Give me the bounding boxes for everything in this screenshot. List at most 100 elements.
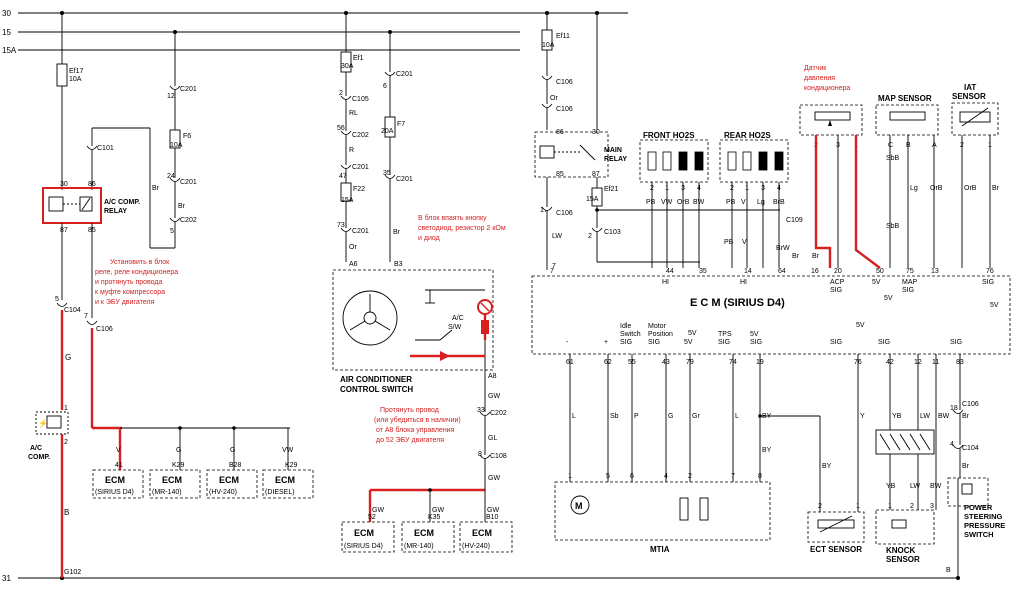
- ecm-bottom-label: Idle: [620, 323, 631, 330]
- ecm-box-mid-sub: (HV-240): [462, 543, 490, 550]
- ecm-bottom-label: -: [566, 339, 569, 346]
- pin-2: 2: [339, 90, 343, 97]
- conn-c202c: C202: [490, 410, 507, 417]
- ho2s-wire-color: PB: [646, 199, 656, 206]
- fuse-ef17-label: Ef17: [69, 68, 84, 75]
- ecm-bottom-pins: 61L62Sb55P43G79Gr74L19BY76Y42YB12LW11BW8…: [566, 323, 970, 578]
- map-pin: A: [932, 142, 937, 149]
- ecm-box-mid: [459, 521, 513, 553]
- map-pin: C: [888, 142, 893, 149]
- ecm-bottom-wire-color: BY: [762, 413, 772, 420]
- ecm-bottom-label: TPS: [718, 331, 732, 338]
- pin-7: 7: [84, 313, 88, 320]
- main-relay-pin-30: 30: [592, 129, 600, 136]
- wire-gw-5: GW: [487, 507, 499, 514]
- conn-g102: G102: [64, 569, 81, 576]
- ect-pin: 1: [856, 503, 860, 510]
- conn-c202a: C202: [180, 217, 197, 224]
- mtia-pin: 5: [606, 473, 610, 480]
- fuse-ef11-rating: 10A: [542, 42, 555, 49]
- rail-31-label: 31: [2, 574, 11, 583]
- wire-gw-1: GW: [488, 393, 500, 400]
- main-relay-pin-85: 85: [556, 171, 564, 178]
- ac-comp-name-2: COMP.: [28, 454, 50, 461]
- mtia-title: MTIA: [650, 545, 670, 554]
- ecm-top-pin: 76: [986, 268, 994, 275]
- conn-c106d: C106: [556, 210, 573, 217]
- ecm-box-left-sub: (DIESEL): [265, 489, 295, 496]
- wire-r: R: [349, 147, 354, 154]
- pin-2-c103: 2: [588, 233, 592, 240]
- ecm-top-pin: 16: [811, 268, 819, 275]
- ecm-bottom-wire-color: Y: [860, 413, 865, 420]
- ecm-box-left: [262, 469, 314, 499]
- fuse-ef1-label: Ef1: [353, 55, 364, 62]
- note2-line2: светодиод, резистор 2 кОм: [418, 225, 506, 232]
- note1-line5: и к ЭБУ двигателя: [95, 299, 154, 306]
- rail-15a-label: 15A: [2, 46, 17, 55]
- svg-text:⚡: ⚡: [38, 418, 48, 428]
- fuse-ef17-rating: 10A: [69, 76, 82, 83]
- ecm-bottom-label: SIG: [750, 339, 762, 346]
- note3-line1: Протянуть провод: [380, 407, 439, 414]
- ho2s-element: [774, 151, 784, 171]
- ecm-box-left-pin: 41: [115, 462, 123, 469]
- ecm-box-mid-title: ECM: [414, 528, 434, 538]
- ecm-top-pin-label: MAP: [902, 279, 918, 286]
- ho2s-element: [694, 151, 704, 171]
- conn-c201a: C201: [180, 86, 197, 93]
- iat-wire-color: Br: [992, 185, 1000, 192]
- wire-b: B: [64, 508, 69, 517]
- note2-line1: В блок впаять кнопку: [418, 214, 487, 222]
- front-ho2s-title: FRONT HO2S: [643, 131, 695, 140]
- pin-73: 73: [337, 222, 345, 229]
- pin-8: 8: [478, 451, 482, 458]
- ho2s-element: [758, 151, 768, 171]
- acp-wire-red-1: [814, 135, 832, 268]
- ecm-box-mid: [341, 521, 395, 553]
- ecm-bottom-label: Motor: [648, 323, 667, 330]
- fuse-f22-rating: 15A: [341, 197, 354, 204]
- ecm-box-left-sub: (MR-140): [152, 489, 182, 496]
- fuse-f6-label: F6: [183, 133, 191, 140]
- map-wire-sbb-2: SbB: [886, 223, 900, 230]
- conn-c201d: C201: [352, 228, 369, 235]
- ho2s-element: [647, 151, 657, 171]
- wire-or: Or: [349, 244, 357, 251]
- map-wire-lg: Lg: [910, 185, 918, 192]
- pin-17: 17: [540, 207, 548, 214]
- mtia-pin: 2: [688, 473, 692, 480]
- conn-c104a: C104: [64, 307, 81, 314]
- comp-pin-1: 1: [64, 405, 68, 412]
- ecm-bottom-wire-color: L: [572, 413, 576, 420]
- ecm-top-pin: 35: [699, 268, 707, 275]
- ecm-top-pin: 64: [778, 268, 786, 275]
- ecm-box-left-title: ECM: [105, 475, 125, 485]
- ecm-box-mid-sub: (MR-140): [404, 543, 434, 550]
- ecm-bottom-wire-color: LW: [920, 413, 930, 420]
- ecm-box-left: [149, 469, 201, 499]
- ecm-bottom-wire-color: G: [668, 413, 673, 420]
- pin-12: 12: [167, 93, 175, 100]
- wire-or-2: Or: [550, 95, 558, 102]
- note1-line2: реле, реле кондиционера: [95, 269, 178, 276]
- wire-gw-3: GW: [372, 507, 384, 514]
- note2-line3: и диод: [418, 235, 440, 242]
- ecm-bottom-label: 5V: [684, 339, 693, 346]
- fuse-f22-label: F22: [353, 186, 365, 193]
- ho2s-wire-color: V: [741, 199, 746, 206]
- pin-24: 24: [167, 173, 175, 180]
- pin-18: 18: [950, 405, 958, 412]
- ecm-bottom-label: SIG: [878, 339, 890, 346]
- conn-c201c: C201: [352, 164, 369, 171]
- ecm-box-left-title: ECM: [275, 475, 295, 485]
- ecm-box-left-pin: K29: [285, 462, 298, 469]
- pin-4: 4: [950, 441, 954, 448]
- ac-relay-section: Ef17 10A 30 86 C101 12 C201 F6 10A 24 C2…: [28, 13, 294, 578]
- note3-line2: (или убедиться в наличии): [374, 416, 461, 424]
- map-pin: B: [906, 142, 911, 149]
- ecm-box-mid-pin: 52: [368, 514, 376, 521]
